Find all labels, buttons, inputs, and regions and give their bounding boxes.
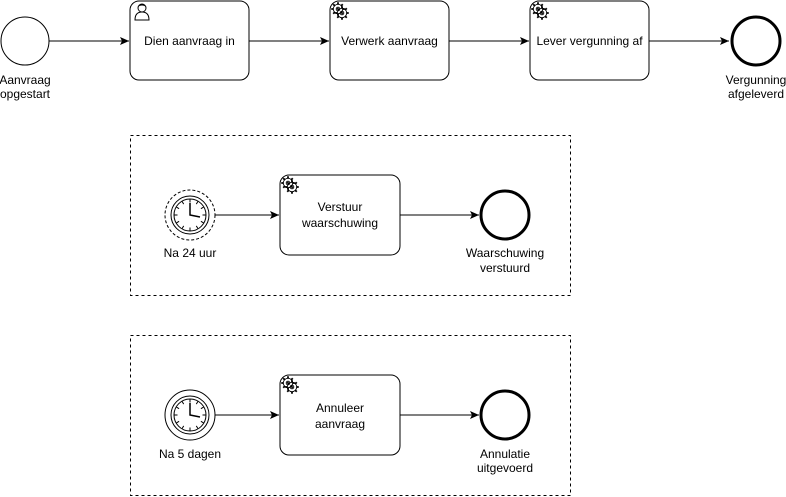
task-cancel-label-line2: aanvraag bbox=[315, 417, 365, 431]
end-event-label-line1: Annulatie bbox=[480, 447, 530, 461]
task-process-request[interactable]: Verwerk aanvraag bbox=[329, 0, 450, 81]
clock-icon bbox=[170, 395, 210, 435]
start-event-label-line1: Aanvraag bbox=[0, 73, 51, 87]
task-warn-label-line1: Verstuur bbox=[318, 200, 363, 214]
end-event-circle[interactable] bbox=[730, 15, 782, 67]
end-event-label-line2: afgeleverd bbox=[728, 87, 784, 101]
task-submit-request[interactable]: Dien aanvraag in bbox=[129, 0, 250, 81]
start-event-circle[interactable] bbox=[0, 16, 50, 66]
task-submit-label: Dien aanvraag in bbox=[144, 34, 235, 48]
timer-start-event-noninterrupting[interactable] bbox=[164, 189, 216, 241]
task-cancel-label-line1: Annuleer bbox=[316, 401, 364, 415]
main-process: Aanvraag opgestart Dien aanvraag in Verw… bbox=[0, 0, 786, 101]
end-event-label-line1: Waarschuwing bbox=[466, 246, 544, 260]
task-send-warning[interactable]: Verstuur waarschuwing bbox=[279, 174, 401, 256]
cancel-event-subprocess: Na 5 dagen Annuleer aanvraag Annulatie u… bbox=[130, 335, 571, 496]
start-event-label-line2: opgestart bbox=[0, 87, 51, 101]
user-task-icon bbox=[134, 3, 150, 21]
task-deliver-permit[interactable]: Lever vergunning af bbox=[529, 0, 650, 81]
end-event-label-line2: uitgevoerd bbox=[477, 461, 533, 475]
timer-label: Na 5 dagen bbox=[159, 447, 221, 461]
task-cancel-request[interactable]: Annuleer aanvraag bbox=[279, 374, 401, 456]
warning-event-subprocess: Na 24 uur Verstuur waarschuwing Waarschu… bbox=[130, 135, 571, 296]
end-event-label-line2: verstuurd bbox=[480, 261, 530, 275]
end-event-circle[interactable] bbox=[479, 389, 531, 441]
timer-start-event-interrupting[interactable] bbox=[164, 389, 216, 441]
task-process-label: Verwerk aanvraag bbox=[341, 34, 438, 48]
task-deliver-label: Lever vergunning af bbox=[536, 34, 643, 48]
clock-icon bbox=[170, 195, 210, 235]
timer-label: Na 24 uur bbox=[164, 246, 217, 260]
end-event-circle[interactable] bbox=[479, 189, 531, 241]
task-warn-label-line2: waarschuwing bbox=[301, 216, 378, 230]
end-event-label-line1: Vergunning bbox=[726, 73, 786, 87]
